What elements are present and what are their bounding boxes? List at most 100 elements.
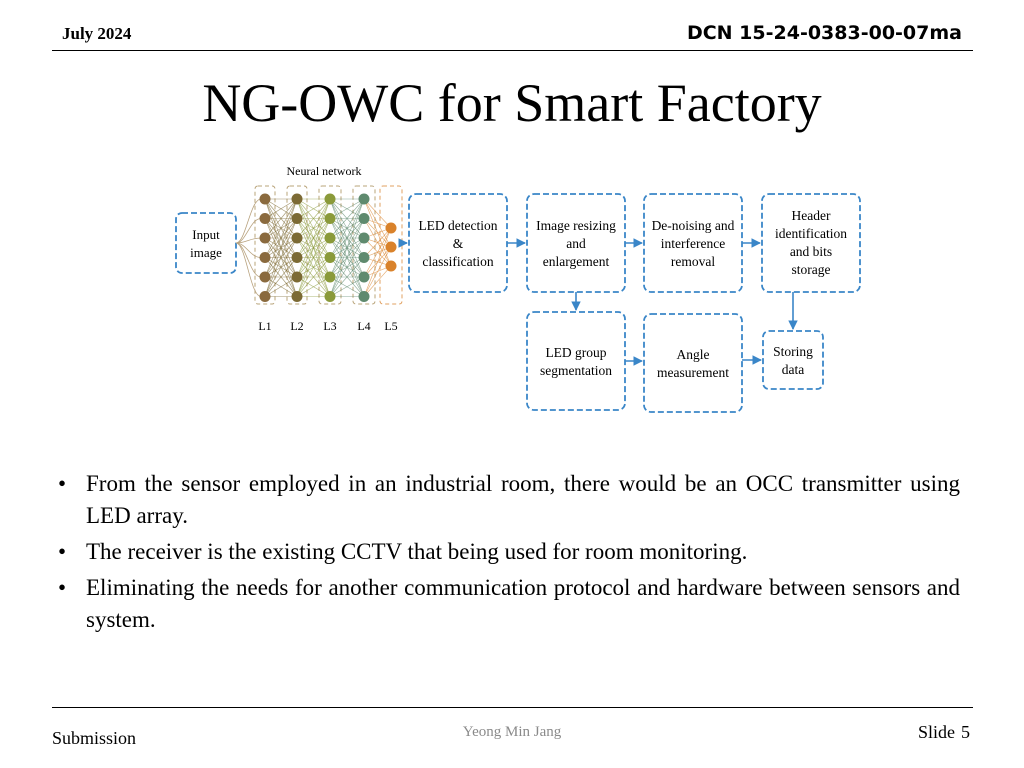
nn-node	[358, 193, 370, 205]
nn-node	[385, 222, 397, 234]
nn-link	[329, 198, 365, 278]
footer-submission: Submission	[52, 728, 137, 748]
bullet-item: Eliminating the needs for another commun…	[56, 572, 960, 636]
nn-link	[296, 237, 331, 297]
nn-title: Neural network	[287, 164, 362, 178]
nn-link	[329, 198, 365, 239]
slide-label: Slide	[917, 722, 955, 742]
nn-link	[363, 227, 392, 278]
nn-link	[264, 198, 298, 239]
nn-link	[363, 227, 392, 297]
svg-text:removal: removal	[671, 254, 715, 269]
nn-node	[324, 193, 336, 205]
nn-link	[329, 257, 365, 297]
nn-link	[296, 218, 331, 297]
stage-led-detection: LED detection & classification	[408, 193, 508, 293]
nn-link	[329, 198, 365, 297]
stage-led-group-segmentation: LED group segmentation	[526, 311, 626, 411]
nn-link	[329, 198, 365, 219]
input-line-2: image	[190, 245, 222, 260]
nn-link	[296, 198, 331, 297]
layer-label-l2: L2	[290, 319, 303, 333]
nn-link	[296, 198, 331, 239]
nn-node	[259, 252, 271, 263]
stage-header-identification: Header identification and bits storage	[761, 193, 861, 293]
nn-node	[291, 291, 303, 302]
svg-text:Header: Header	[792, 208, 831, 223]
svg-text:&: &	[453, 236, 464, 251]
svg-text:data: data	[782, 362, 805, 377]
nn-link	[296, 198, 331, 258]
nn-link	[264, 198, 298, 297]
slide-title: NG-OWC for Smart Factory	[202, 73, 822, 133]
nn-node	[324, 291, 336, 302]
bullet-item: The receiver is the existing CCTV that b…	[56, 536, 960, 568]
svg-text:and bits: and bits	[790, 244, 832, 259]
svg-text:LED detection: LED detection	[418, 218, 497, 233]
header-rule	[52, 50, 973, 51]
nn-node	[358, 232, 370, 244]
nn-input-link	[235, 198, 262, 244]
svg-text:segmentation: segmentation	[540, 363, 612, 378]
nn-node	[358, 213, 370, 224]
layer-label-l1: L1	[258, 319, 271, 333]
nn-link	[264, 257, 298, 297]
nn-node	[291, 271, 303, 283]
footer-rule	[52, 707, 973, 708]
nn-input-link	[235, 237, 262, 244]
footer-author: Yeong Min Jang	[462, 724, 562, 740]
footer-slide-number: Slide 5	[912, 722, 970, 743]
nn-node	[358, 271, 370, 283]
nn-link	[363, 265, 392, 297]
nn-node	[291, 213, 303, 224]
nn-link	[363, 246, 392, 297]
svg-text:enlargement: enlargement	[543, 254, 610, 269]
slide-number: 5	[961, 722, 970, 742]
nn-link	[329, 237, 365, 297]
input-image-box: Input image	[175, 212, 237, 274]
nn-link	[329, 218, 365, 297]
layer-label-l4: L4	[357, 319, 370, 333]
svg-text:interference: interference	[661, 236, 725, 251]
nn-link	[264, 198, 298, 219]
svg-text:Image resizing: Image resizing	[536, 218, 616, 233]
nn-node	[259, 291, 271, 302]
nn-link	[264, 198, 298, 278]
nn-link	[296, 276, 331, 297]
nn-connections	[235, 198, 392, 297]
nn-nodes	[259, 193, 397, 302]
document-number: DCN 15-24-0383-00-07ma	[686, 22, 962, 44]
layer-label-l3: L3	[323, 319, 336, 333]
nn-node	[324, 271, 336, 283]
bullet-item: From the sensor employed in an industria…	[56, 468, 960, 532]
stage-storing-data: Storing data	[762, 330, 824, 390]
svg-text:Angle: Angle	[677, 347, 710, 362]
nn-link	[363, 227, 392, 258]
nn-link	[264, 276, 298, 297]
nn-link	[329, 276, 365, 297]
nn-node	[291, 232, 303, 244]
nn-link	[296, 198, 331, 278]
nn-node	[259, 232, 271, 244]
nn-link	[264, 237, 298, 297]
nn-link	[264, 218, 298, 297]
bullet-list: From the sensor employed in an industria…	[56, 468, 960, 640]
input-line-1: Input	[192, 227, 220, 242]
flow-arrows	[398, 238, 798, 366]
svg-text:Storing: Storing	[773, 344, 813, 359]
nn-link	[329, 198, 365, 258]
nn-node	[291, 252, 303, 263]
nn-node	[259, 213, 271, 224]
stage-denoising: De-noising and interference removal	[643, 193, 743, 293]
nn-link	[363, 198, 392, 229]
nn-node	[259, 193, 271, 205]
nn-input-link	[235, 218, 262, 244]
stage-image-resizing: Image resizing and enlargement	[526, 193, 626, 293]
nn-node	[324, 213, 336, 224]
svg-text:storage: storage	[792, 262, 831, 277]
svg-text:identification: identification	[775, 226, 847, 241]
nn-node	[259, 271, 271, 283]
nn-node	[385, 241, 397, 253]
svg-text:LED group: LED group	[545, 345, 606, 360]
